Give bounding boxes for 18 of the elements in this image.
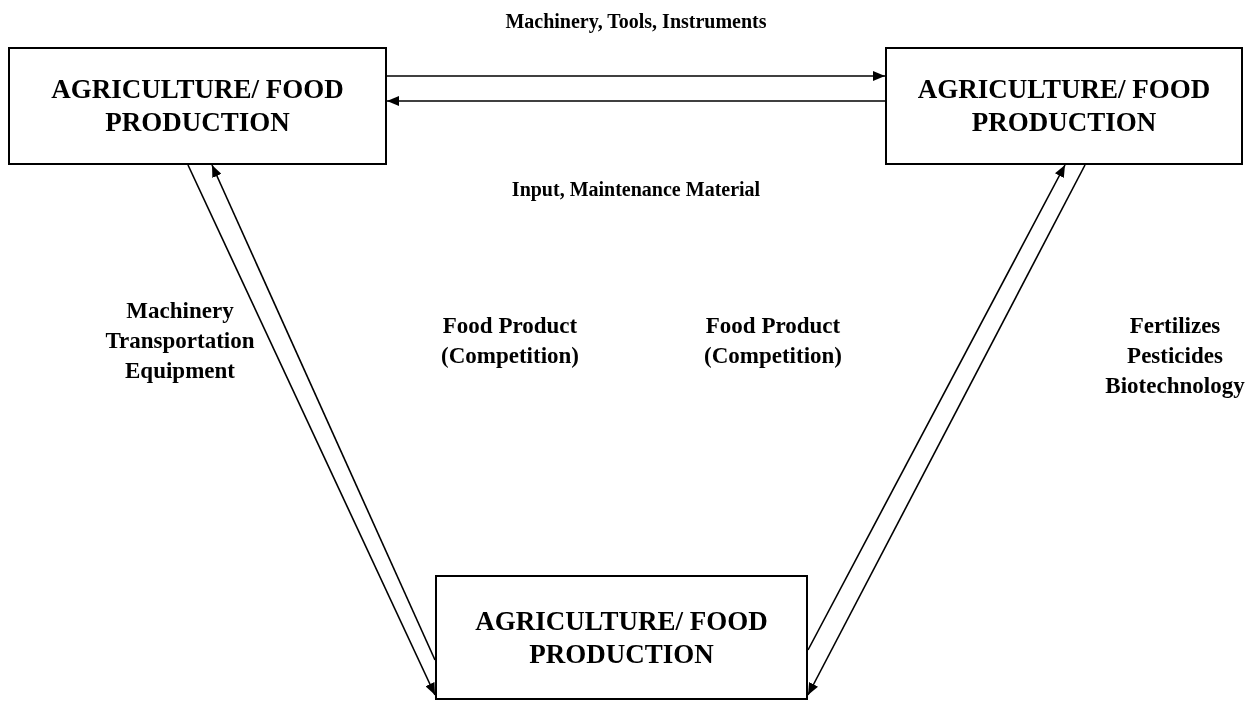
flow-label: Machinery, Tools, Instruments	[504, 9, 768, 34]
arrow	[807, 164, 1086, 696]
box-label: AGRICULTURE/ FOOD PRODUCTION	[474, 604, 769, 671]
box-label: AGRICULTURE/ FOOD PRODUCTION	[916, 73, 1212, 139]
arrow	[187, 164, 436, 696]
box-label: AGRICULTURE/ FOOD PRODUCTION	[50, 73, 345, 139]
process-box	[435, 575, 808, 700]
arrow	[807, 164, 1066, 651]
arrow	[386, 96, 886, 106]
arrow	[386, 71, 886, 81]
arrow	[211, 164, 436, 661]
process-box	[885, 47, 1243, 165]
flow-label: Fertilizes Pesticides Biotechnology	[1104, 312, 1246, 400]
flow-label: Input, Maintenance Material	[510, 177, 762, 202]
flow-label: Food Product (Competition)	[703, 312, 843, 370]
process-box	[8, 47, 387, 165]
flow-label: Food Product (Competition)	[440, 312, 580, 370]
flow-label: Machinery Transportation Equipment	[104, 297, 256, 385]
